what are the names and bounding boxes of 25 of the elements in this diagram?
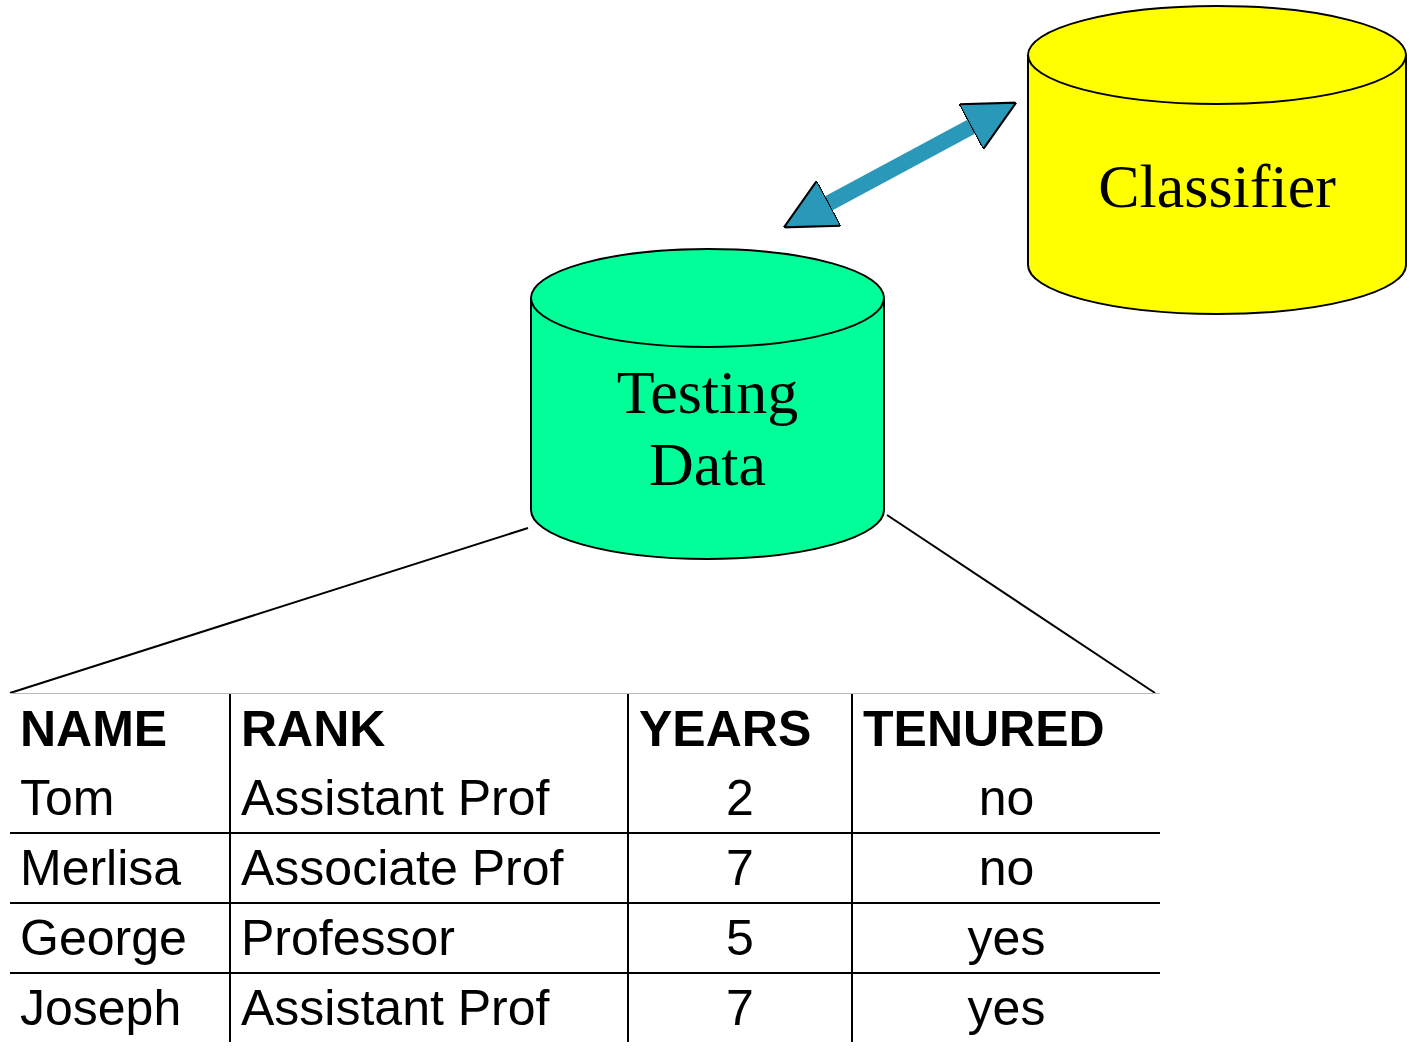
table-value: no (852, 764, 1160, 833)
table-value: no (852, 833, 1160, 903)
double-arrow (782, 101, 1018, 229)
zoom-line (886, 514, 1156, 694)
table-value: yes (852, 903, 1160, 973)
table-value: Associate Prof (230, 833, 628, 903)
table-value: Assistant Prof (230, 764, 628, 833)
table-value: 2 (628, 764, 852, 833)
table-value: Joseph (10, 973, 230, 1042)
column-header: TENURED (852, 694, 1160, 764)
column-header: RANK (230, 694, 628, 764)
cylinder-label: Testing Data (615, 357, 800, 500)
table-value: Professor (230, 903, 628, 973)
table-value: 5 (628, 903, 852, 973)
table-value: 7 (628, 973, 852, 1042)
zoom-line (9, 527, 529, 694)
table-value: George (10, 903, 230, 973)
table-value: Assistant Prof (230, 973, 628, 1042)
table-value: Merlisa (10, 833, 230, 903)
table-value: Tom (10, 764, 230, 833)
column-header: YEARS (628, 694, 852, 764)
table-value: yes (852, 973, 1160, 1042)
column-header: NAME (10, 694, 230, 764)
table-value: 7 (628, 833, 852, 903)
cylinder-label: Classifier (1097, 151, 1337, 222)
